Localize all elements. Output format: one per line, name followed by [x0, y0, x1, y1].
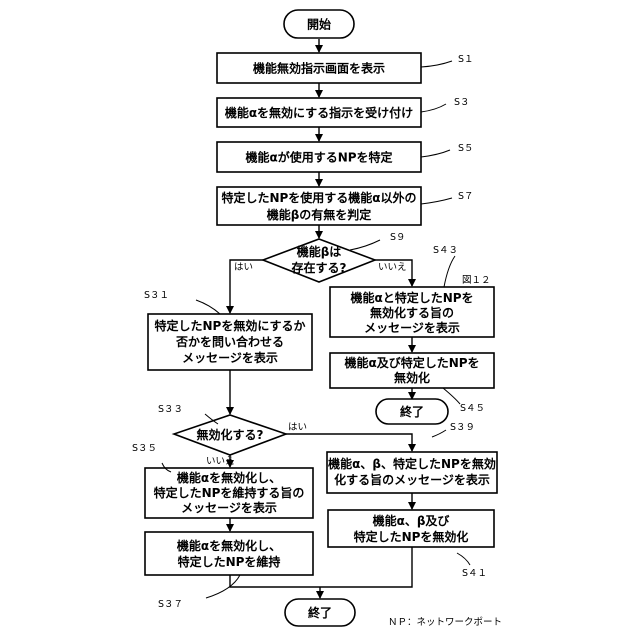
step-s3: 機能αを無効にする指示を受け付け: [217, 98, 421, 127]
step-s45: 機能α及び特定したNPを 無効化: [330, 353, 494, 388]
step-s7: 特定したNPを使用する機能α以外の 機能βの有無を判定: [217, 187, 421, 225]
edge-s41-merge: [320, 547, 412, 587]
decision-s9-line1: 機能βは: [297, 244, 342, 259]
edge-s33-yes: [286, 434, 412, 451]
leader-s41: [457, 553, 470, 565]
step-s37: 機能αを無効化し、 特定したNPを維持: [145, 532, 313, 575]
step-s7-line1: 特定したNPを使用する機能α以外の: [221, 190, 416, 205]
step-s5: 機能αが使用するNPを特定: [217, 142, 421, 172]
s33-no-label: いいえ: [206, 456, 235, 467]
step-s7-line2: 機能βの有無を判定: [267, 207, 372, 222]
edge-s37-merge: [230, 575, 320, 587]
step-s39-line2: 化する旨のメッセージを表示: [334, 472, 490, 487]
decision-s9-line2: 存在する?: [291, 260, 347, 275]
label-s41: S４１: [462, 568, 487, 579]
step-s45-line2: 無効化: [394, 370, 430, 385]
leader-s3: [421, 104, 446, 112]
label-s31: S３１: [144, 290, 169, 301]
decision-s33-text: 無効化する?: [197, 427, 264, 442]
label-s43: S４３: [433, 245, 458, 256]
label-s3: S３: [454, 97, 470, 108]
step-s1-text: 機能無効指示画面を表示: [253, 61, 385, 76]
start-label: 開始: [307, 17, 331, 32]
label-s45: S４５: [460, 403, 485, 414]
end-main-label: 終了: [308, 605, 332, 620]
end-terminal-main: 終了: [285, 599, 355, 626]
step-s5-text: 機能αが使用するNPを特定: [245, 150, 392, 165]
step-s41-line2: 特定したNPを無効化: [354, 529, 469, 544]
step-s41-line1: 機能α、β及び: [373, 513, 451, 528]
start-terminal: 開始: [284, 10, 354, 38]
step-s43-line2: 無効化する旨の: [370, 305, 454, 320]
label-s35: S３５: [132, 443, 157, 454]
leader-s39: [432, 430, 446, 437]
step-s41: 機能α、β及び 特定したNPを無効化: [328, 510, 494, 547]
s9-yes-label: はい: [234, 262, 253, 273]
leader-s1: [421, 61, 452, 67]
step-s3-text: 機能αを無効にする指示を受け付け: [225, 105, 413, 120]
leader-s45: [443, 388, 460, 404]
step-s31: 特定したNPを無効にするか 否かを問い合わせる メッセージを表示: [148, 314, 312, 370]
step-s37-line1: 機能αを無効化し、: [177, 538, 281, 553]
step-s35-line3: メッセージを表示: [181, 500, 277, 515]
step-s43: 機能αと特定したNPを 無効化する旨の メッセージを表示: [330, 287, 494, 337]
step-s39-line1: 機能α、β、特定したNPを無効: [328, 456, 496, 471]
label-s33: S３３: [158, 404, 183, 415]
s33-yes-label: はい: [288, 422, 307, 433]
label-s39: S３９: [450, 422, 475, 433]
label-s37: S３７: [158, 599, 183, 610]
step-s35: 機能αを無効化し、 特定したNPを維持する旨の メッセージを表示: [145, 468, 313, 518]
leader-s5: [421, 150, 450, 157]
leader-s7: [421, 198, 452, 204]
label-s9: S９: [390, 232, 406, 243]
step-s1: 機能無効指示画面を表示: [217, 53, 421, 83]
decision-s33: 無効化する?: [174, 415, 286, 455]
label-s7: S７: [458, 191, 474, 202]
step-s45-line1: 機能α及び特定したNPを: [344, 355, 479, 370]
step-s35-line2: 特定したNPを維持する旨の: [154, 485, 305, 500]
step-s31-line2: 否かを問い合わせる: [175, 334, 284, 349]
legend-np: ＮＰ：ネットワークポート: [388, 617, 502, 628]
label-s5: S５: [458, 143, 474, 154]
s9-no-label: いいえ: [378, 262, 407, 273]
end-terminal-no: 終了: [376, 399, 448, 424]
figure-label: 図１２: [462, 275, 491, 286]
step-s39: 機能α、β、特定したNPを無効 化する旨のメッセージを表示: [327, 452, 497, 493]
leader-s9: [350, 240, 380, 250]
step-s43-line3: メッセージを表示: [364, 320, 460, 335]
step-s31-line3: メッセージを表示: [182, 350, 278, 365]
end-no-label: 終了: [400, 404, 424, 419]
label-s1: S１: [458, 54, 474, 65]
step-s35-line1: 機能αを無効化し、: [177, 470, 281, 485]
decision-s9: 機能βは 存在する?: [263, 239, 375, 282]
leader-s31: [196, 300, 220, 314]
step-s43-line1: 機能αと特定したNPを: [350, 290, 473, 305]
step-s31-line1: 特定したNPを無効にするか: [155, 318, 306, 333]
step-s37-line2: 特定したNPを維持: [178, 554, 281, 569]
leader-s43: [444, 256, 455, 287]
